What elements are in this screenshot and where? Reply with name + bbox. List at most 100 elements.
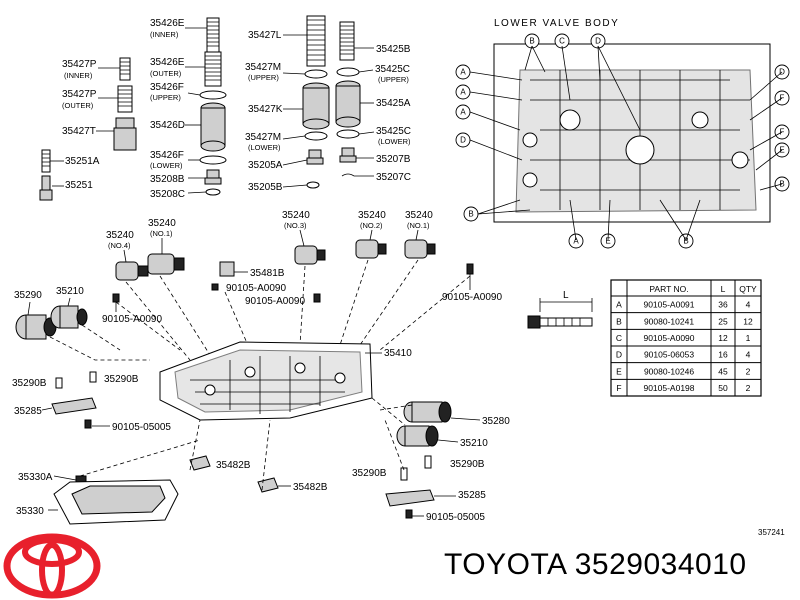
- callout-letter: A: [573, 237, 579, 246]
- oring-35427M-lower: [304, 131, 328, 141]
- ball-35207B: [339, 147, 357, 163]
- spring-35426E-outer: [204, 51, 222, 87]
- valve-body-title: LOWER VALVE BODY: [494, 18, 619, 29]
- callout-letter: A: [460, 68, 466, 77]
- table-cell-qty: 4: [746, 300, 751, 310]
- label-35290B-b: 35290B: [104, 374, 139, 385]
- table-header-partno: PART NO.: [649, 284, 688, 294]
- ball-35205A: [306, 149, 324, 165]
- label-35427P-outer-sub: (OUTER): [62, 101, 94, 110]
- label-35251: 35251: [65, 180, 93, 191]
- callout-circle: [524, 33, 540, 49]
- label-35481B: 35481B: [250, 268, 285, 279]
- label-35210-a: 35210: [56, 286, 84, 297]
- solenoid-group: 35240 (NO.4) 35240 (NO.1) 35240 (NO.3) 3…: [102, 210, 502, 361]
- spring-35427P-inner: [119, 57, 131, 81]
- callout-letter: D: [460, 136, 466, 145]
- check-ball-35208B: [204, 169, 222, 185]
- table-cell-key: E: [616, 366, 622, 376]
- solenoid-35210: [50, 305, 88, 329]
- callout-letter: C: [559, 37, 565, 46]
- table-cell-key: C: [616, 333, 622, 343]
- bolt-90105-05005-b: [405, 509, 413, 519]
- bolt-b: [313, 293, 321, 303]
- bracket-35482B-b: [257, 477, 279, 493]
- spring-35425B: [339, 21, 355, 61]
- bolt-c: [112, 293, 120, 303]
- solenoid-35280: [403, 401, 452, 423]
- label-35425C-lower: 35425C: [376, 126, 411, 137]
- bolt-length-label: L: [563, 290, 569, 301]
- callout-letter: A: [460, 88, 466, 97]
- label-35427P-outer: 35427P: [62, 89, 97, 100]
- oring-35427M-upper: [304, 69, 328, 79]
- label-35425C-upper-sub: (UPPER): [378, 75, 409, 84]
- label-35285-b: 35285: [458, 490, 486, 501]
- table-cell-partno: 90080-10241: [644, 316, 694, 326]
- table-cell-key: A: [616, 300, 622, 310]
- callout-circle: [678, 233, 694, 249]
- label-35240-no1b-sub: (NO.1): [407, 221, 430, 230]
- label-35426F-upper-sub: (UPPER): [150, 93, 181, 102]
- label-35330A: 35330A: [18, 472, 53, 483]
- label-35426F-lower-sub: (LOWER): [150, 161, 183, 170]
- label-35210-b: 35210: [460, 438, 488, 449]
- solenoid-35240-no3: [294, 245, 326, 265]
- label-90105-A0090-b: 90105-A0090: [245, 296, 305, 307]
- table-cell-length: 50: [718, 383, 728, 393]
- solenoid-35240-no2: [355, 239, 387, 259]
- right-solenoids: 35280 35210: [371, 397, 510, 449]
- label-90105-05005-a: 90105-05005: [112, 422, 171, 433]
- label-90105-A0090-c: 90105-A0090: [102, 314, 162, 325]
- label-90105-A0090-d: 90105-A0090: [442, 292, 502, 303]
- label-35240-no1a-sub: (NO.1): [150, 229, 173, 238]
- table-cell-length: 36: [718, 300, 728, 310]
- plate-35285-a: [51, 397, 97, 415]
- label-35427T: 35427T: [62, 126, 96, 137]
- table-cell-partno: 90105-A0198: [643, 383, 694, 393]
- label-35427M-lower-sub: (LOWER): [248, 143, 281, 152]
- ring-35205B: [306, 181, 320, 189]
- label-35240-no4: 35240: [106, 230, 134, 241]
- table-cell-qty: 2: [746, 383, 751, 393]
- callout-circle: [568, 233, 584, 249]
- table-cell-length: 16: [718, 350, 728, 360]
- label-35240-no3: 35240: [282, 210, 310, 221]
- left-solenoids: 35290 35210: [14, 286, 150, 361]
- label-35482B-a: 35482B: [216, 460, 251, 471]
- label-35426F-upper: 35426F: [150, 82, 184, 93]
- spring-35426E-inner: [206, 17, 220, 53]
- label-35425A: 35425A: [376, 98, 411, 109]
- callout-letter: A: [460, 108, 466, 117]
- table-header-qty: QTY: [739, 284, 757, 294]
- table-cell-key: B: [616, 316, 622, 326]
- label-35208B: 35208B: [150, 174, 185, 185]
- bolt-90105-05005-a: [84, 419, 92, 429]
- oring-35426F-upper: [199, 90, 227, 100]
- label-35482B-b: 35482B: [293, 482, 328, 493]
- bolt-a: [211, 283, 219, 291]
- label-35240-no4-sub: (NO.4): [108, 241, 131, 250]
- label-35427L: 35427L: [248, 30, 282, 41]
- page-title: TOYOTA 3529034010: [444, 548, 747, 581]
- callout-letter: D: [595, 37, 601, 46]
- label-35208C: 35208C: [150, 189, 185, 200]
- label-90105-A0090-a: 90105-A0090: [226, 283, 286, 294]
- strainer-35330: [53, 479, 179, 525]
- reference-code: 357241: [758, 528, 785, 537]
- label-35427M-upper-sub: (UPPER): [248, 73, 279, 82]
- label-35290-a: 35290: [14, 290, 42, 301]
- table-cell-qty: 4: [746, 350, 751, 360]
- plate-35285-b: [385, 489, 435, 507]
- table-cell-qty: 12: [743, 316, 753, 326]
- label-35410: 35410: [384, 348, 412, 359]
- label-35427P-inner-sub: (INNER): [64, 71, 93, 80]
- label-35285-a: 35285: [14, 406, 42, 417]
- spring-35251A: [41, 149, 51, 173]
- label-35427M-upper: 35427M: [245, 62, 281, 73]
- table-cell-partno: 90105-06053: [644, 350, 694, 360]
- label-35290B-a: 35290B: [12, 378, 47, 389]
- callout-letter: F: [780, 128, 785, 137]
